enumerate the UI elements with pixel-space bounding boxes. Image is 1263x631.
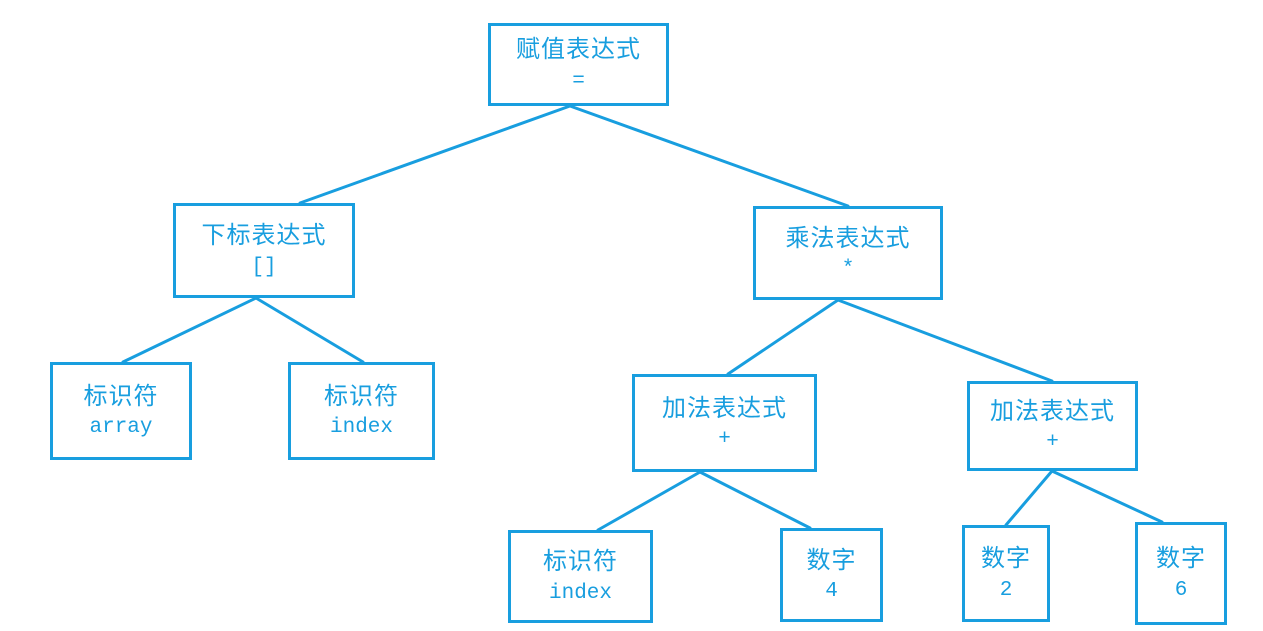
node-symbol: index [329,416,393,440]
node-symbol: [] [251,255,277,279]
node-symbol: 2 [999,578,1013,602]
tree-node-number-4: 数字 4 [780,528,883,622]
tree-edge-add-left-number-4 [698,470,812,530]
node-label: 赋值表达式 [516,37,641,64]
node-label: 乘法表达式 [785,225,911,252]
tree-edge-multiply-add-right [836,298,1054,383]
tree-edge-subscript-identifier-array [121,296,258,364]
node-label: 标识符 [83,383,159,410]
tree-edge-assign-subscript [298,104,572,205]
tree-edge-add-right-number-2 [1004,469,1054,527]
node-label: 标识符 [543,549,618,576]
node-symbol: * [841,258,855,282]
node-symbol: 4 [825,580,838,604]
tree-edge-subscript-identifier-index [254,296,365,364]
node-label: 加法表达式 [662,395,787,422]
tree-node-add-left: 加法表达式 + [632,374,817,472]
node-symbol: index [548,581,612,605]
tree-node-identifier-array: 标识符 array [50,362,192,460]
tree-node-identifier-index2: 标识符 index [508,530,653,623]
node-label: 数字 [1156,546,1206,573]
tree-node-multiply: 乘法表达式 * [753,206,943,300]
tree-node-subscript: 下标表达式 [] [173,203,355,298]
node-symbol: 6 [1174,578,1188,602]
tree-node-assign: 赋值表达式 = [488,23,669,106]
tree-node-identifier-index: 标识符 index [288,362,435,460]
node-label: 标识符 [324,383,399,410]
node-symbol: + [1046,431,1059,455]
tree-edge-multiply-add-left [726,298,840,376]
node-symbol: = [572,69,585,93]
node-label: 加法表达式 [990,398,1115,425]
node-symbol: array [89,416,153,440]
tree-node-add-right: 加法表达式 + [967,381,1138,471]
node-label: 下标表达式 [201,223,327,250]
node-label: 数字 [981,546,1031,573]
tree-edge-assign-multiply [568,104,850,208]
tree-node-number-6: 数字 6 [1135,522,1227,625]
node-symbol: + [718,428,731,452]
tree-node-number-2: 数字 2 [962,525,1050,622]
tree-edge-add-left-identifier-index2 [596,470,702,532]
node-label: 数字 [806,547,857,574]
tree-edge-add-right-number-6 [1050,469,1164,524]
